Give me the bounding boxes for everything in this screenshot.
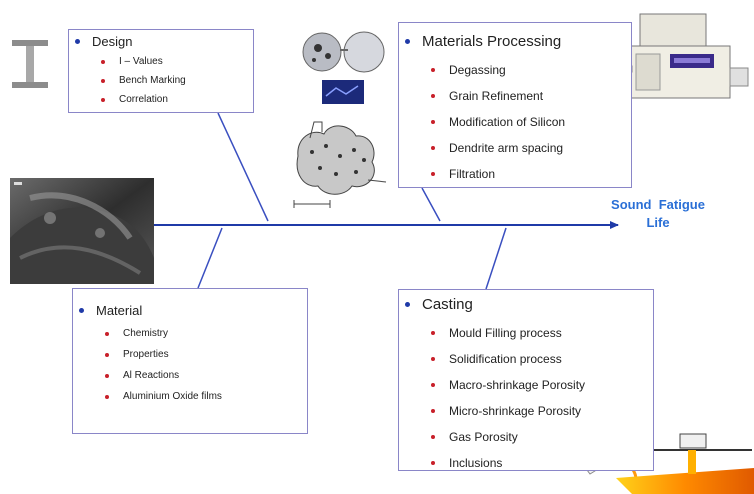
cause-item: Micro-shrinkage Porosity: [431, 398, 585, 424]
bullet-icon: [105, 373, 109, 378]
sem-micrograph-photo: [10, 178, 154, 284]
bullet-icon: [105, 352, 109, 357]
branch-processing: [421, 187, 441, 222]
cause-item-text: Grain Refinement: [449, 89, 544, 103]
cause-title-material: Material: [79, 303, 142, 318]
bullet-icon: [101, 59, 105, 64]
bullet-icon: [75, 39, 80, 44]
bullet-icon: [405, 302, 410, 307]
cause-title-processing: Materials Processing: [405, 33, 561, 50]
cause-item: Grain Refinement: [431, 83, 565, 109]
grain-structure-illustration: [293, 121, 387, 208]
cause-item-text: Al Reactions: [123, 370, 180, 381]
bullet-icon: [431, 435, 435, 439]
branch-material: [197, 227, 223, 289]
cause-box-design: Design I – Values Bench Marking Correlat…: [68, 29, 254, 113]
cause-box-material: Material Chemistry Properties Al Reactio…: [72, 288, 308, 434]
bullet-icon: [101, 78, 105, 83]
cause-title-casting-text: Casting: [422, 296, 473, 313]
bullet-icon: [431, 120, 435, 124]
cause-item: Bench Marking: [101, 71, 186, 90]
cause-item: Macro-shrinkage Porosity: [431, 372, 585, 398]
branch-design: [217, 112, 269, 222]
outcome-label: Sound Fatigue Life: [588, 196, 728, 232]
bullet-icon: [431, 94, 435, 98]
cause-item-text: Degassing: [449, 63, 506, 77]
cause-item-text: Chemistry: [123, 328, 169, 339]
cause-item: Al Reactions: [105, 365, 222, 386]
outcome-label-line2: Life: [646, 215, 670, 230]
bullet-icon: [431, 146, 435, 150]
bullet-icon: [431, 461, 435, 465]
cause-item-text: I – Values: [119, 56, 163, 67]
cause-item: Solidification process: [431, 346, 585, 372]
cause-item-text: Dendrite arm spacing: [449, 141, 564, 155]
cause-item: Inclusions: [431, 450, 585, 476]
cause-item-text: Mould Filling process: [449, 326, 562, 340]
bullet-icon: [431, 357, 435, 361]
cause-item-text: Properties: [123, 349, 169, 360]
cause-items-design: I – Values Bench Marking Correlation: [101, 52, 186, 109]
cause-items-casting: Mould Filling process Solidification pro…: [431, 320, 585, 476]
cause-item-text: Correlation: [119, 94, 168, 105]
cause-item: Properties: [105, 344, 222, 365]
cause-items-material: Chemistry Properties Al Reactions Alumin…: [105, 323, 222, 407]
bullet-icon: [431, 68, 435, 72]
cause-item: Aluminium Oxide films: [105, 386, 222, 407]
cause-item: Correlation: [101, 90, 186, 109]
cause-item: Modification of Silicon: [431, 109, 565, 135]
cause-item: Filtration: [431, 161, 565, 187]
cause-title-design-text: Design: [92, 34, 133, 49]
cause-item: Mould Filling process: [431, 320, 585, 346]
cause-item-text: Inclusions: [449, 456, 503, 470]
cause-item-text: Aluminium Oxide films: [123, 391, 222, 402]
bullet-icon: [105, 331, 109, 336]
bullet-icon: [105, 394, 109, 399]
cause-title-casting: Casting: [405, 296, 473, 313]
microstructure-photo: [302, 31, 385, 104]
branch-casting: [485, 227, 507, 290]
cause-item-text: Modification of Silicon: [449, 115, 566, 129]
cause-box-processing: Materials Processing Degassing Grain Ref…: [398, 22, 632, 188]
i-beam-icon: [12, 40, 48, 88]
bullet-icon: [431, 331, 435, 335]
cause-item: I – Values: [101, 52, 186, 71]
cause-items-processing: Degassing Grain Refinement Modification …: [431, 57, 565, 187]
bullet-icon: [79, 308, 84, 313]
cause-title-design: Design: [75, 34, 132, 49]
bullet-icon: [405, 39, 410, 44]
cause-item: Degassing: [431, 57, 565, 83]
bullet-icon: [431, 172, 435, 176]
cause-title-material-text: Material: [96, 303, 143, 318]
cause-item-text: Solidification process: [449, 352, 562, 366]
cause-item: Gas Porosity: [431, 424, 585, 450]
bullet-icon: [431, 383, 435, 387]
cause-item-text: Macro-shrinkage Porosity: [449, 378, 586, 392]
cause-item-text: Filtration: [449, 167, 496, 181]
cause-item: Chemistry: [105, 323, 222, 344]
outcome-label-line1: Sound Fatigue: [611, 197, 705, 212]
cause-box-casting: Casting Mould Filling process Solidifica…: [398, 289, 654, 471]
bullet-icon: [101, 97, 105, 102]
cause-item-text: Gas Porosity: [449, 430, 518, 444]
cause-item-text: Bench Marking: [119, 75, 186, 86]
cause-item: Dendrite arm spacing: [431, 135, 565, 161]
bullet-icon: [431, 409, 435, 413]
cause-item-text: Micro-shrinkage Porosity: [449, 404, 582, 418]
cause-title-processing-text: Materials Processing: [422, 33, 562, 50]
